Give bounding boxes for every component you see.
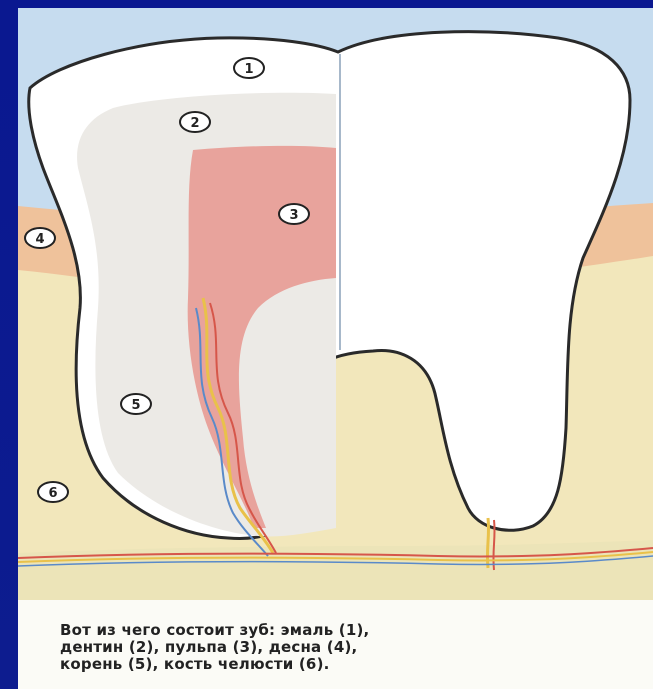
artery-red-right — [493, 520, 494, 570]
label-enamel: 1 — [234, 58, 264, 78]
bone-lower-band — [18, 540, 653, 608]
label-root: 5 — [121, 394, 151, 414]
tooth-diagram-svg: 1 2 3 4 5 6 — [18, 8, 653, 608]
label-gum: 4 — [25, 228, 55, 248]
svg-text:1: 1 — [244, 62, 253, 77]
svg-text:3: 3 — [289, 208, 298, 223]
caption-line-2: дентин (2), пульпа (3), десна (4), — [60, 639, 630, 656]
label-pulp: 3 — [279, 204, 309, 224]
caption-line-3: корень (5), кость челюсти (6). — [60, 656, 630, 673]
svg-text:4: 4 — [35, 232, 44, 247]
caption-line-1: Вот из чего состоит зуб: эмаль (1), — [60, 622, 630, 639]
caption-text: Вот из чего состоит зуб: эмаль (1), дент… — [60, 622, 630, 673]
svg-text:5: 5 — [131, 398, 140, 413]
svg-text:2: 2 — [190, 116, 199, 131]
label-jaw-bone: 6 — [38, 482, 68, 502]
svg-text:6: 6 — [48, 486, 57, 501]
label-dentin: 2 — [180, 112, 210, 132]
caption-panel: Вот из чего состоит зуб: эмаль (1), дент… — [18, 600, 653, 689]
tooth-illustration: 1 2 3 4 5 6 — [18, 8, 653, 608]
